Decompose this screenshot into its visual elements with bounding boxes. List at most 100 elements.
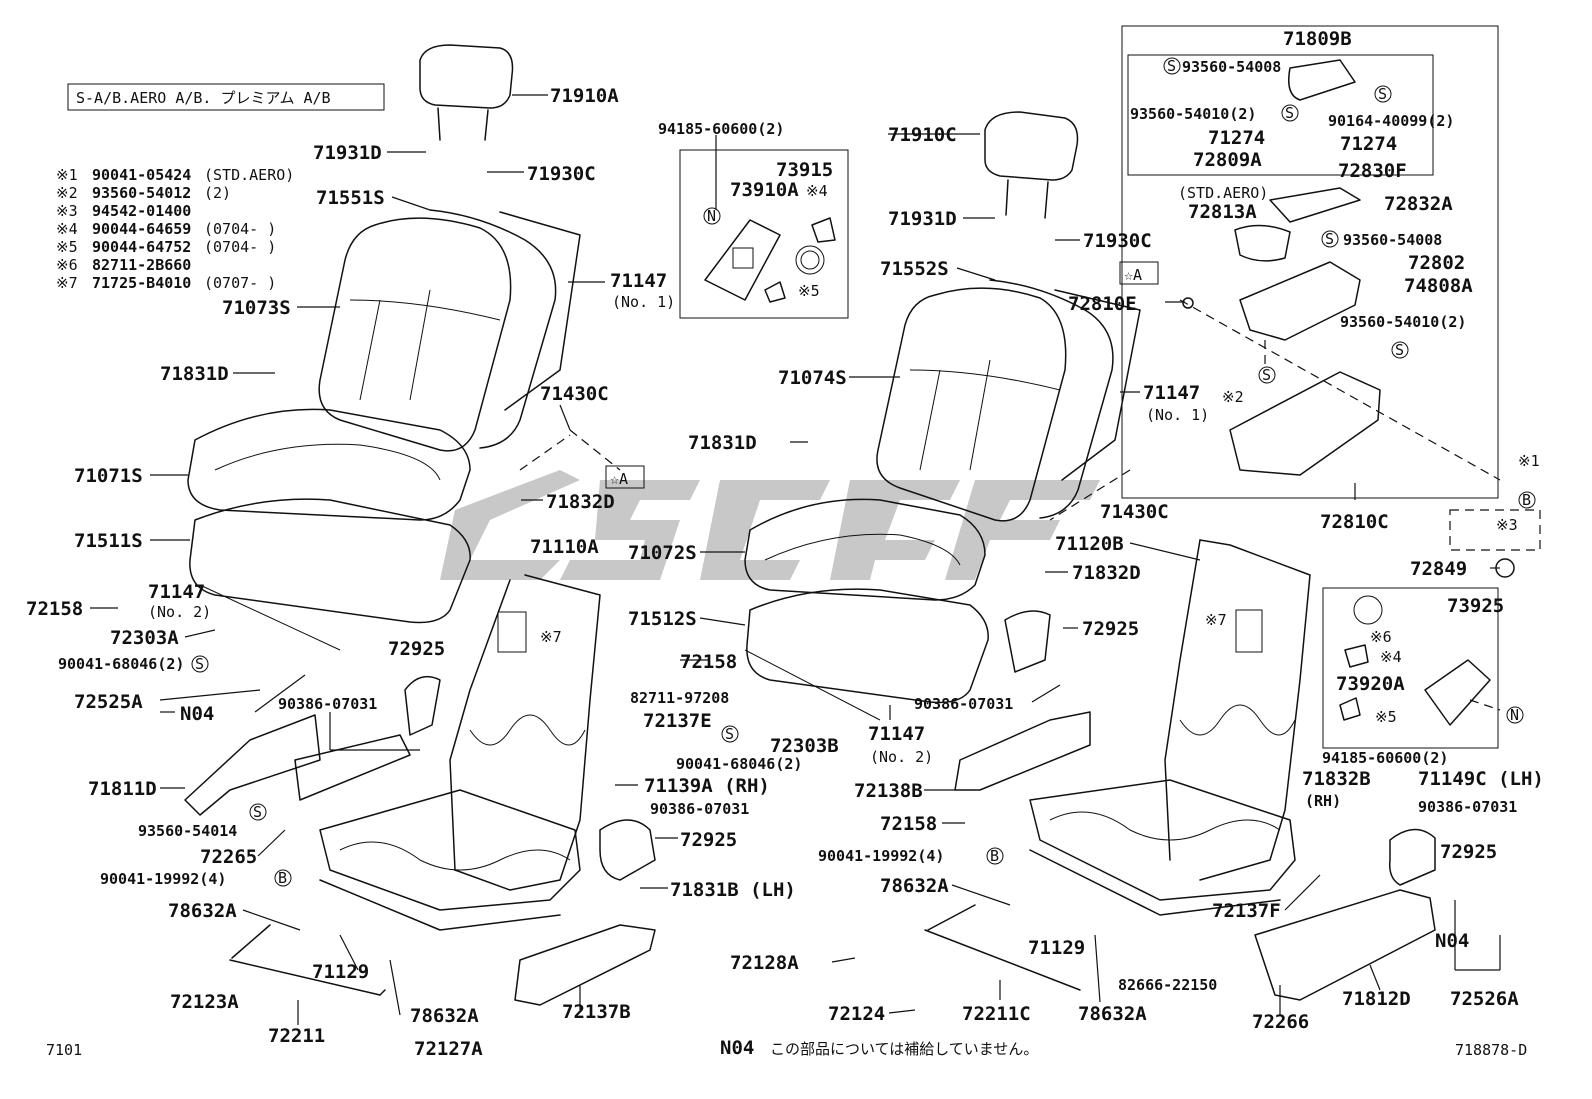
note-part: 90044-64752 bbox=[92, 238, 191, 256]
n-symbol: N bbox=[707, 207, 716, 225]
s-symbol: S bbox=[1285, 104, 1294, 122]
part-label: 90386-07031 bbox=[914, 695, 1013, 713]
right-seatback bbox=[876, 279, 1141, 522]
s-symbol: S bbox=[1167, 57, 1176, 75]
part-label: 90386-07031 bbox=[1418, 798, 1517, 816]
left-cushion bbox=[187, 408, 471, 651]
part-label: 72809A bbox=[1193, 149, 1262, 171]
part-label: 72265 bbox=[200, 846, 257, 868]
part-label: ☆A bbox=[610, 470, 628, 488]
part-label: ※7 bbox=[1205, 611, 1227, 629]
part-label: 71811D bbox=[88, 778, 157, 800]
part-label: 78632A bbox=[168, 900, 237, 922]
s-symbol: S bbox=[195, 655, 204, 673]
part-label: 71147 bbox=[1143, 382, 1200, 404]
part-label: 72211C bbox=[962, 1003, 1031, 1025]
part-label: 94185-60600(2) bbox=[658, 120, 784, 138]
note-cond: (0704- ) bbox=[204, 238, 276, 256]
right-frame bbox=[1029, 539, 1311, 916]
part-label: ※6 bbox=[1370, 628, 1392, 646]
part-label: 71071S bbox=[74, 465, 143, 487]
note-part: 94542-01400 bbox=[92, 202, 191, 220]
part-label: 71910A bbox=[550, 85, 619, 107]
right-cushion bbox=[744, 498, 989, 721]
part-label: 72303B bbox=[770, 735, 839, 757]
part-label: 71129 bbox=[1028, 937, 1085, 959]
part-label: 93560-54014 bbox=[138, 822, 237, 840]
part-label: 90041-19992(4) bbox=[100, 870, 226, 888]
part-label: 72127A bbox=[414, 1038, 483, 1060]
part-label: 93560-54010(2) bbox=[1340, 313, 1466, 331]
b-symbol: B bbox=[1522, 491, 1531, 509]
part-label: 71832D bbox=[546, 491, 615, 513]
symbols: S S B S N B S S S S S S B N bbox=[191, 57, 1536, 887]
part-label: 71931D bbox=[313, 142, 382, 164]
part-label: (No. 1) bbox=[1146, 406, 1209, 424]
part-label: 74808A bbox=[1404, 275, 1473, 297]
part-label: 93560-54008 bbox=[1182, 58, 1281, 76]
note-mark: ※6 bbox=[56, 256, 78, 274]
part-label: 78632A bbox=[880, 875, 949, 897]
left-frame bbox=[319, 574, 601, 931]
part-label: (No. 2) bbox=[148, 603, 211, 621]
s-symbol: S bbox=[1325, 230, 1334, 248]
part-label: 71147 bbox=[148, 581, 205, 603]
part-label: 71072S bbox=[628, 542, 697, 564]
part-label: 78632A bbox=[1078, 1003, 1147, 1025]
part-label: N04 bbox=[180, 703, 214, 725]
part-label: 90041-68046(2) bbox=[58, 655, 184, 673]
part-label: 71073S bbox=[222, 297, 291, 319]
part-label: 72832A bbox=[1384, 193, 1453, 215]
part-label: 71831D bbox=[688, 432, 757, 454]
part-label: 71511S bbox=[74, 530, 143, 552]
part-label: 71120B bbox=[1055, 533, 1124, 555]
part-label: ※5 bbox=[1375, 708, 1397, 726]
b-symbol: B bbox=[278, 869, 287, 887]
part-label: 71430C bbox=[540, 383, 609, 405]
part-label: 72849 bbox=[1410, 558, 1467, 580]
part-label: 72526A bbox=[1450, 988, 1519, 1010]
airbag-harness-inset bbox=[679, 135, 849, 319]
part-label: ※7 bbox=[540, 628, 562, 646]
part-label: 71430C bbox=[1100, 501, 1169, 523]
part-label: (No. 1) bbox=[612, 293, 675, 311]
part-label: 72810C bbox=[1320, 511, 1389, 533]
part-label: 71931D bbox=[888, 208, 957, 230]
part-label: 71074S bbox=[778, 367, 847, 389]
part-label: ※4 bbox=[806, 182, 828, 200]
b-symbol: B bbox=[990, 847, 999, 865]
part-label: 90041-19992(4) bbox=[818, 847, 944, 865]
part-label: 72925 bbox=[680, 829, 737, 851]
part-label: ☆A bbox=[1124, 266, 1142, 284]
part-label: (RH) bbox=[1305, 792, 1341, 810]
right-headrest bbox=[984, 111, 1079, 219]
header-box: S-A/B.AERO A/B. プレミアム A/B bbox=[67, 83, 385, 111]
part-label: (No. 2) bbox=[870, 748, 933, 766]
part-label: 71110A bbox=[530, 536, 599, 558]
note-part: 90044-64659 bbox=[92, 220, 191, 238]
part-label: 82711-97208 bbox=[630, 689, 729, 707]
part-label: 72158 bbox=[26, 598, 83, 620]
part-label: 78632A bbox=[410, 1005, 479, 1027]
part-label: 72137F bbox=[1212, 900, 1281, 922]
note-mark: ※7 bbox=[56, 274, 78, 292]
part-label: 71274 bbox=[1340, 133, 1397, 155]
watermark-logo bbox=[440, 470, 1100, 580]
leader-lines bbox=[90, 94, 1501, 1025]
s-symbol: S bbox=[253, 803, 262, 821]
part-label: ※1 bbox=[1518, 452, 1540, 470]
part-label: 72830F bbox=[1338, 160, 1407, 182]
footer: 7101 N04 この部品については補給していません。 718878-D bbox=[46, 1037, 1527, 1059]
note-cond: (0707- ) bbox=[204, 274, 276, 292]
s-symbol: S bbox=[1262, 366, 1271, 384]
part-label: ※3 bbox=[1496, 516, 1518, 534]
left-seatback bbox=[318, 209, 581, 452]
note-mark: ※5 bbox=[56, 238, 78, 256]
part-label: 82666-22150 bbox=[1118, 976, 1217, 994]
n-symbol: N bbox=[1510, 706, 1519, 724]
part-label: 71147 bbox=[610, 270, 667, 292]
part-label: 71930C bbox=[1083, 230, 1152, 252]
part-label: (STD.AERO) bbox=[1178, 184, 1268, 202]
s-symbol: S bbox=[725, 725, 734, 743]
